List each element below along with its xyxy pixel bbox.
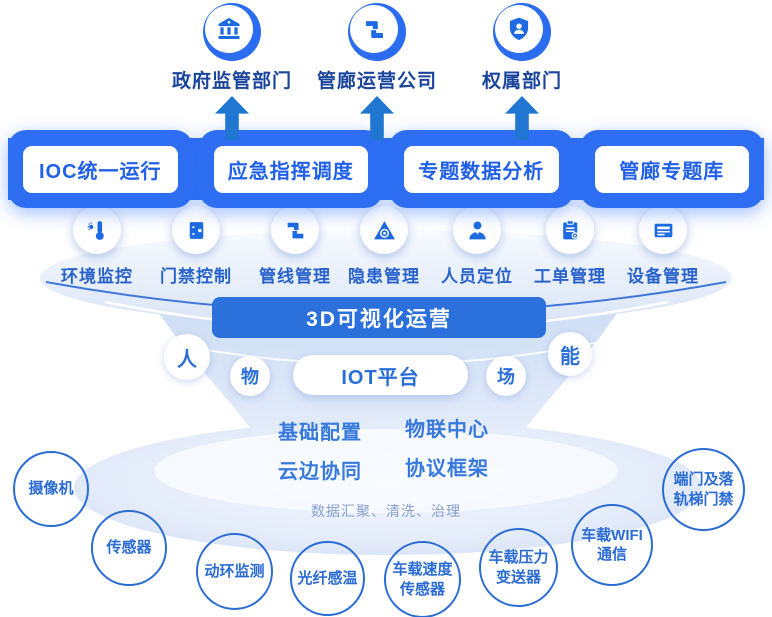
device-label: 传感器 [106,539,152,557]
government-bank-icon [218,17,240,40]
capability-work-order: 工单管理 [510,206,630,287]
feature-iot-center: 物联中心 [405,419,489,441]
org-label: 管廊运营公司 [316,71,437,92]
org-icon-wrap [493,3,551,61]
band-tile: 管廊专题库 [579,130,764,208]
org-icon-wrap [203,3,261,61]
device-label: 光纤感温 [297,569,358,587]
iot-node-person: 人 [164,334,210,380]
band-tile: IOC统一运行 [8,130,193,208]
capability-personnel: 人员定位 [417,206,537,287]
capability-label: 管线管理 [259,267,331,286]
org-icon-wrap [348,3,406,61]
ioc-operation-button[interactable]: IOC统一运行 [23,145,178,193]
device-end-door-access: 端门及落 轨梯门禁 [662,448,745,531]
feature-protocol-frame: 协议框架 [405,458,489,480]
pipeline-icon [287,222,303,238]
device-pressure-transmitter: 车载压力 变送器 [479,528,558,607]
device-label: 端门及落 轨梯门禁 [673,471,734,508]
3d-visual-operation-bar: 3D可视化运营 [212,297,546,338]
application-band: IOC统一运行 应急指挥调度 专题数据分析 管廊专题库 [8,130,764,208]
org-label: 政府监管部门 [171,71,292,92]
pipe-gallery-icon [365,20,383,38]
gallery-library-button[interactable]: 管廊专题库 [594,145,749,193]
device-label: 车载速度 传感器 [392,561,453,598]
capability-label: 门禁控制 [160,267,232,286]
device-label: 动环监测 [204,562,265,580]
device-wifi-comm: 车载WIFI 通信 [571,504,653,586]
capability-pipeline: 管线管理 [235,206,355,287]
band-tile: 应急指挥调度 [198,130,383,208]
org-ownership: 权属部门 [447,3,597,140]
org-operator: 管廊运营公司 [302,3,452,140]
org-government: 政府监管部门 [157,3,307,140]
device-env-monitor: 动环监测 [196,533,273,610]
hazard-triangle-icon [373,220,395,239]
device-label: 车载WIFI 通信 [581,526,643,564]
capability-access-control: 门禁控制 [136,206,256,287]
up-arrow-icon [215,96,249,140]
capability-label: 工单管理 [534,267,606,286]
device-speed-sensor: 车载速度 传感器 [384,541,461,617]
org-label: 权属部门 [481,71,562,92]
device-fiber-temp: 光纤感温 [290,541,365,616]
capability-hazard: 隐患管理 [324,206,444,287]
device-label: 车载压力 变送器 [488,549,549,586]
iot-node-thing: 物 [230,356,270,396]
feature-basic-config: 基础配置 [278,422,362,444]
data-governance-caption: 数据汇聚、清洗、治理 [311,503,461,519]
thermometer-icon [87,220,104,240]
device-card-icon [654,223,672,237]
capability-environment: 环境监控 [37,206,157,287]
work-order-icon [562,219,578,239]
capability-label: 设备管理 [627,267,699,286]
person-locate-icon [468,221,486,239]
capability-label: 环境监控 [61,267,133,286]
device-sensor: 传感器 [91,510,167,586]
shield-person-icon [509,17,529,41]
device-camera: 摄像机 [13,451,89,527]
capability-label: 人员定位 [441,267,513,286]
iot-node-energy: 能 [548,332,592,376]
up-arrow-icon [505,96,539,140]
data-analysis-button[interactable]: 专题数据分析 [404,145,559,193]
device-label: 摄像机 [28,480,74,498]
feature-cloud-edge: 云边协同 [278,461,362,483]
band-tile: 专题数据分析 [389,130,574,208]
iot-platform-pill: IOT平台 [293,355,468,395]
door-access-icon [189,221,203,239]
capability-equipment: 设备管理 [603,206,723,287]
up-arrow-icon [360,96,394,140]
capability-label: 隐患管理 [348,267,420,286]
iot-node-scene: 场 [486,356,526,396]
emergency-dispatch-button[interactable]: 应急指挥调度 [213,145,368,193]
